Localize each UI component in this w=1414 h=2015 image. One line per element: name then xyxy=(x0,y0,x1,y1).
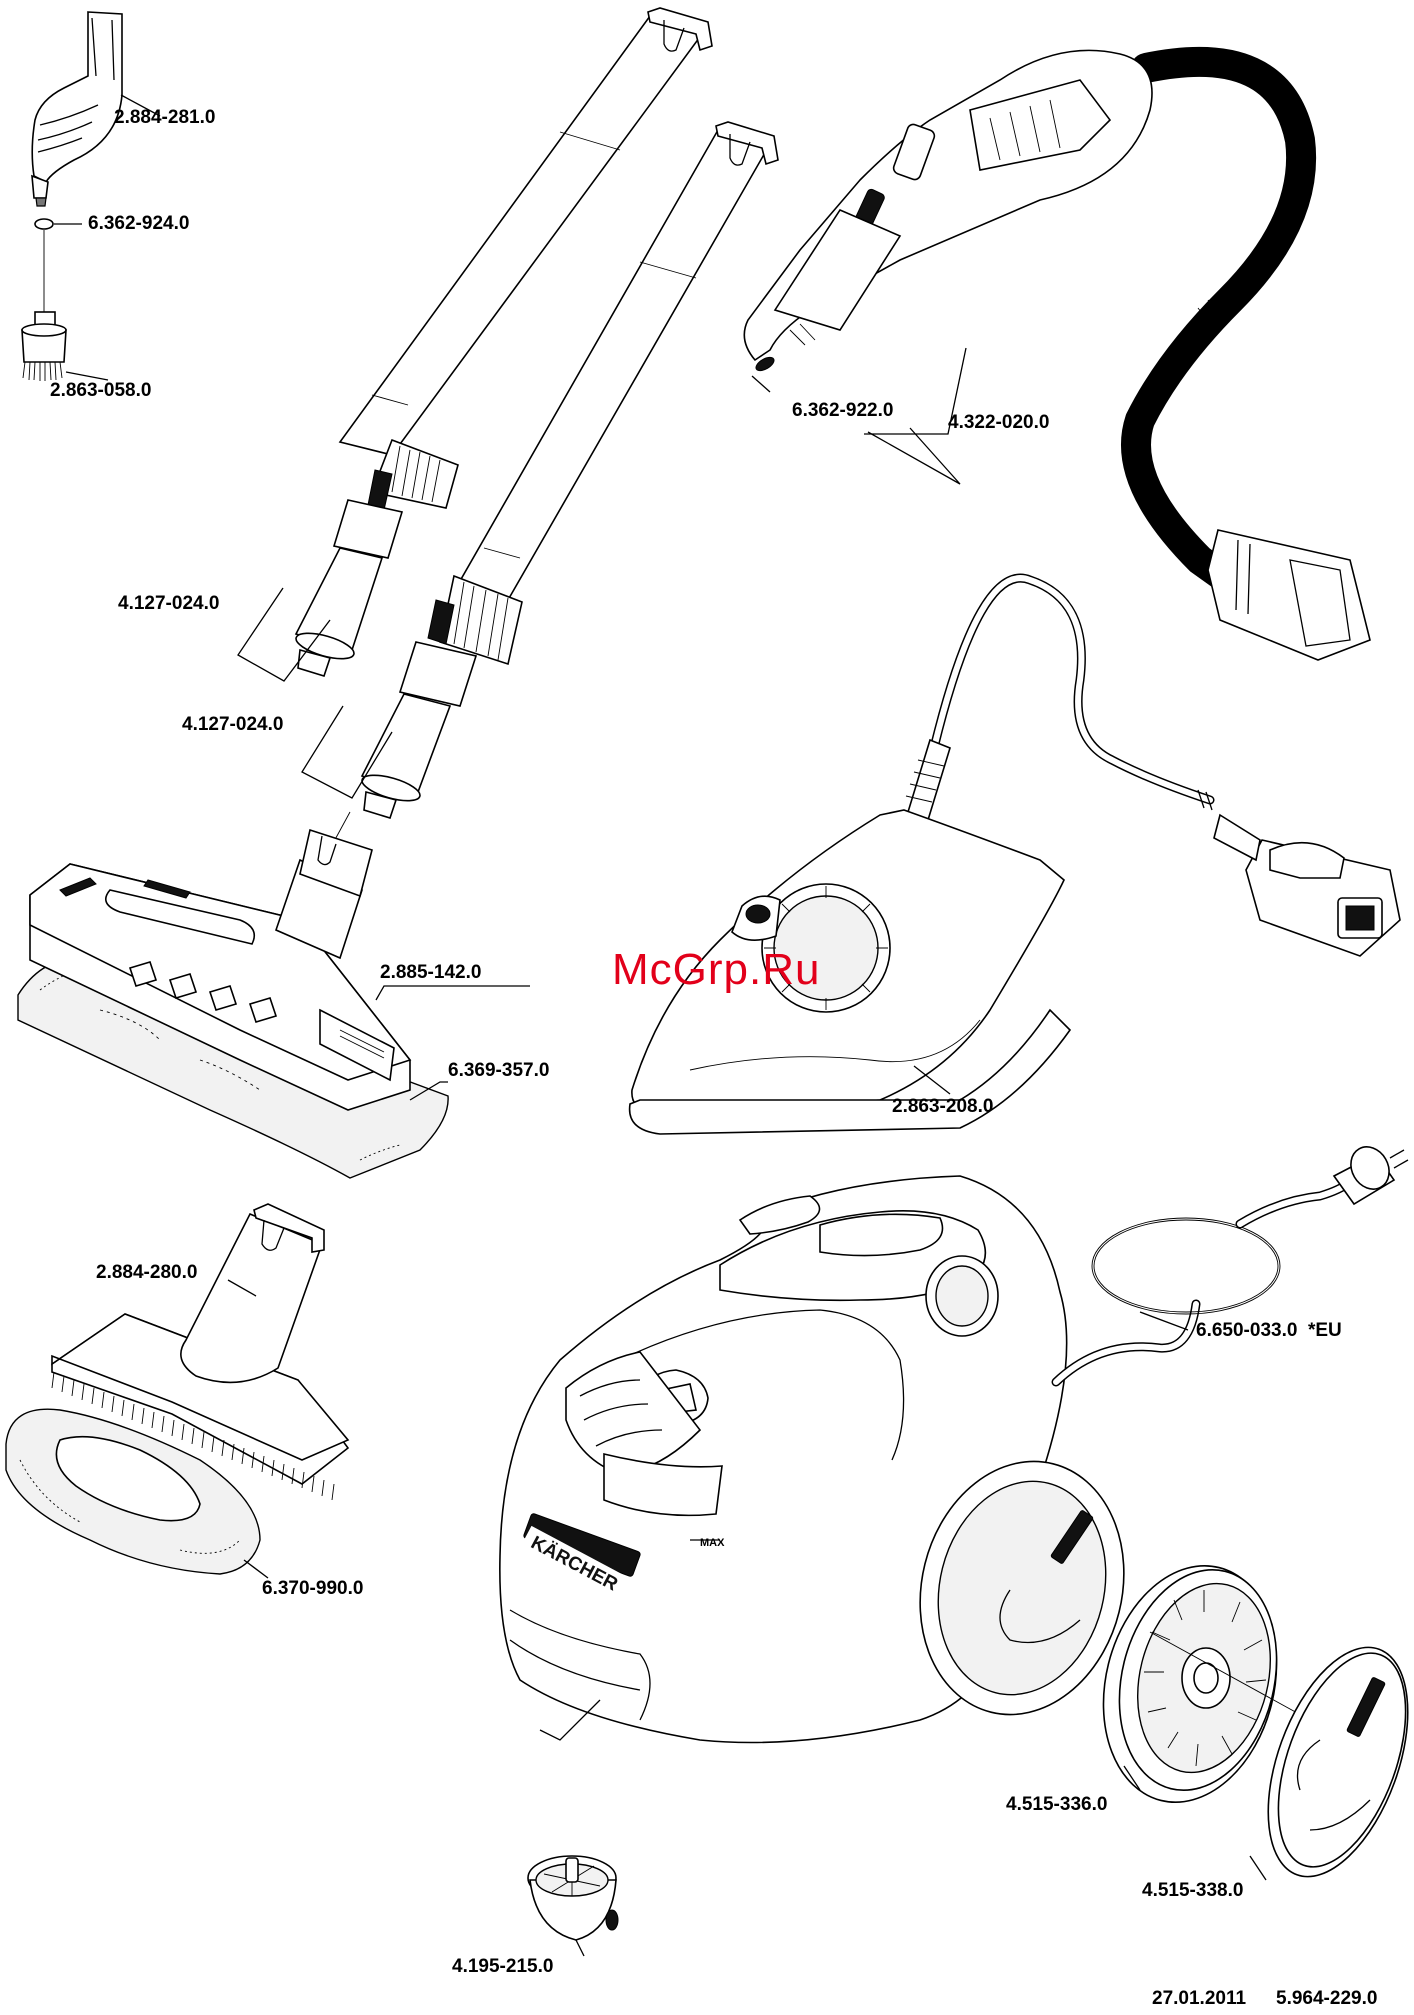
part-label-6-362-922-0: 6.362-922.0 xyxy=(792,400,893,422)
mains-cable-part xyxy=(1092,1140,1408,1314)
part-label-6-362-924-0: 6.362-924.0 xyxy=(88,213,189,235)
caster-part xyxy=(528,1856,618,1940)
part-label-4-127-024-0-lower: 4.127-024.0 xyxy=(182,714,283,736)
part-label-6-650-033-0-eu: 6.650-033.0 *EU xyxy=(1196,1320,1342,1342)
max-level-mark: MAX xyxy=(700,1537,725,1549)
part-label-4-127-024-0-upper: 4.127-024.0 xyxy=(118,593,219,615)
part-label-2-863-208-0: 2.863-208.0 xyxy=(892,1096,993,1118)
part-label-2-885-142-0: 2.885-142.0 xyxy=(380,962,481,984)
footer-date: 27.01.2011 xyxy=(1152,1988,1246,2010)
steam-hose-part xyxy=(744,50,1370,660)
round-brush-part xyxy=(22,312,66,381)
leader-line xyxy=(1140,1312,1188,1330)
steam-iron-part xyxy=(630,578,1400,1134)
part-label-6-370-990-0: 6.370-990.0 xyxy=(262,1578,363,1600)
leader-line xyxy=(752,376,770,392)
part-label-4-515-338-0: 4.515-338.0 xyxy=(1142,1880,1243,1902)
footer-document-number: 5.964-229.0 xyxy=(1276,1988,1377,2010)
watermark-text: McGrp.Ru xyxy=(612,945,820,995)
part-label-2-863-058-0: 2.863-058.0 xyxy=(50,380,151,402)
leader-line xyxy=(576,1940,584,1956)
leader-line xyxy=(376,986,530,1000)
part-label-2-884-280-0: 2.884-280.0 xyxy=(96,1262,197,1284)
detail-nozzle-part xyxy=(32,12,122,206)
leader-line xyxy=(1250,1856,1266,1880)
leader-line xyxy=(868,428,960,484)
leader-line xyxy=(66,372,108,380)
part-label-4-322-020-0: 4.322-020.0 xyxy=(948,412,1049,434)
part-label-6-369-357-0: 6.369-357.0 xyxy=(448,1060,549,1082)
leader-line xyxy=(244,1560,268,1578)
part-label-2-884-281-0: 2.884-281.0 xyxy=(114,107,215,129)
o-ring-part xyxy=(35,219,53,229)
part-label-4-515-336-0: 4.515-336.0 xyxy=(1006,1794,1107,1816)
part-label-4-195-215-0: 4.195-215.0 xyxy=(452,1956,553,1978)
